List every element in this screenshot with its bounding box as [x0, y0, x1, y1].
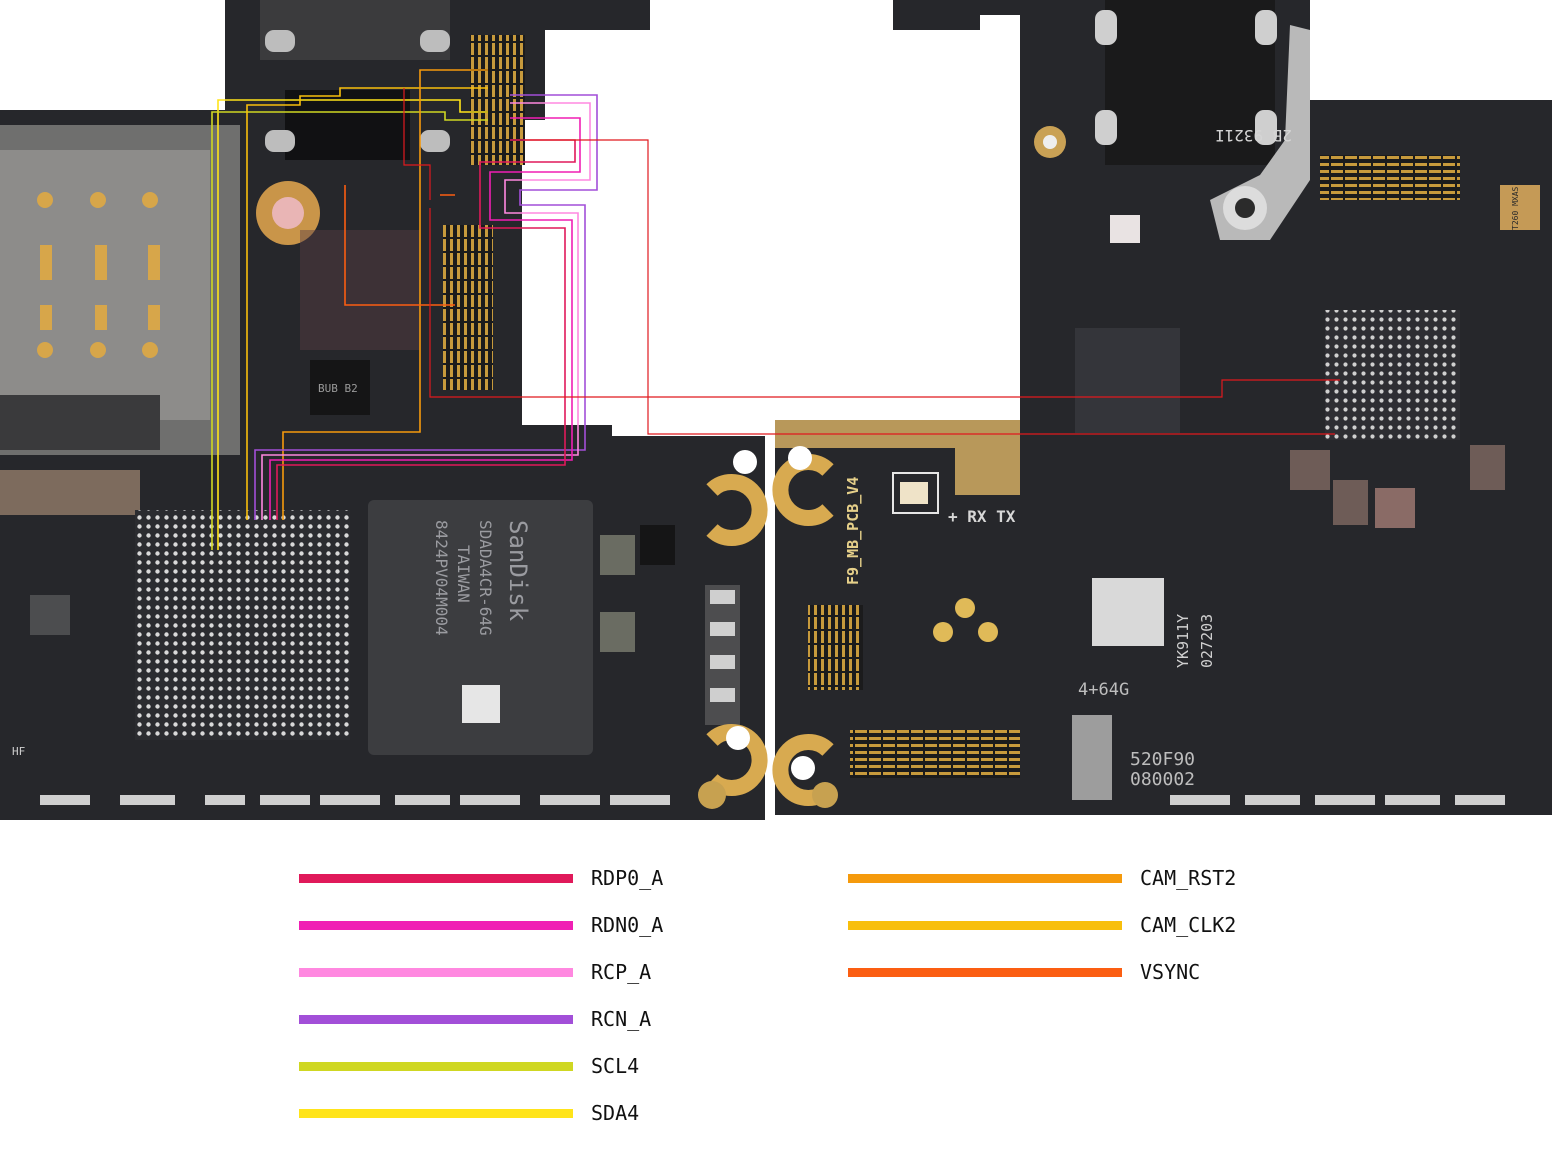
legend-label: VSYNC [1140, 960, 1201, 984]
legend-label: CAM_RST2 [1140, 866, 1237, 890]
legend-swatch [299, 874, 573, 883]
trace-rdp0-a [276, 139, 576, 520]
bub-label: BUB B2 [318, 382, 358, 395]
legend-swatch [299, 1109, 573, 1118]
legend-label: SCL4 [591, 1054, 640, 1078]
sandisk-origin: TAIWAN [454, 545, 473, 603]
legend-label: SDA4 [591, 1101, 640, 1125]
trace-rcn-a [254, 94, 598, 520]
trace-rcp-a [261, 102, 591, 520]
legend-label: RCP_A [591, 960, 652, 984]
trace-sda4 [217, 99, 488, 550]
legend-swatch [299, 1015, 573, 1024]
trace-cam-rst2 [282, 69, 488, 520]
code-label-2: 080002 [1130, 769, 1195, 790]
trace-vsync [344, 185, 455, 306]
legend-item: VSYNC [848, 960, 1268, 984]
legend-item: RDN0_A [299, 913, 719, 937]
code-label-1: 520F90 [1130, 749, 1195, 770]
left-board [0, 0, 768, 820]
legend-swatch [299, 968, 573, 977]
legend-item: SCL4 [299, 1054, 719, 1078]
legend-label: RDP0_A [591, 866, 664, 890]
pcb-version-label: F9_MB_PCB_V4 [844, 477, 862, 585]
connector-label: 2B 9321I [1215, 126, 1292, 145]
legend-swatch [848, 968, 1122, 977]
crystal-label: T260 MXAS [1511, 186, 1520, 230]
legend-item: RCP_A [299, 960, 719, 984]
sandisk-brand: SanDisk [504, 520, 532, 622]
sandisk-part: SDADA4CR-64G [476, 520, 495, 636]
legend-label: CAM_CLK2 [1140, 913, 1237, 937]
legend-label: RCN_A [591, 1007, 652, 1031]
sandisk-code: 8424PV04M004 [432, 520, 451, 636]
rx-tx-label: + RX TX [948, 507, 1016, 526]
legend-item: RCN_A [299, 1007, 719, 1031]
trace-red-short [403, 88, 431, 200]
trace-scl4 [211, 111, 488, 550]
legend-item: CAM_CLK2 [848, 913, 1268, 937]
legend-item: RDP0_A [299, 866, 719, 890]
legend-item: CAM_RST2 [848, 866, 1268, 890]
pcb-board-diagram: SanDisk SDADA4CR-64G TAIWAN 8424PV04M004… [0, 0, 1552, 820]
legend-swatch [299, 921, 573, 930]
ic-marking-2: 027203 [1198, 614, 1216, 668]
legend-swatch [848, 874, 1122, 883]
legend-item: SDA4 [299, 1101, 719, 1125]
right-board [772, 0, 1552, 815]
legend-swatch [299, 1062, 573, 1071]
ic-marking: YK911Y [1174, 614, 1192, 668]
signal-traces [211, 69, 1340, 550]
hf-label: HF [12, 745, 25, 758]
trace-cam-clk2 [246, 87, 488, 520]
trace-red-long-1 [429, 208, 1340, 398]
trace-red-long-2 [525, 139, 1335, 435]
legend-swatch [848, 921, 1122, 930]
capacity-label: 4+64G [1078, 680, 1129, 700]
legend-label: RDN0_A [591, 913, 664, 937]
trace-rdn0-a [269, 117, 581, 520]
